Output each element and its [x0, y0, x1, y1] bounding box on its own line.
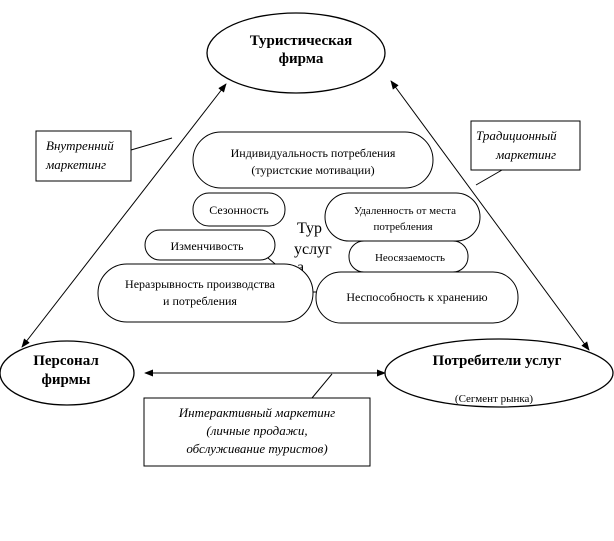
arrow-firm-consumers [390, 80, 590, 351]
center-label-line2: услуг [294, 241, 332, 258]
bubble-individuality-line2: (туристские мотивации) [251, 163, 374, 177]
arrow-firm-staff [21, 83, 227, 348]
callout-interactive-line2: (личные продажи, [206, 423, 307, 438]
bubble-inseparability-line1: Неразрывность производства [125, 277, 276, 291]
callout-interactive-marketing: Интерактивный маркетинг (личные продажи,… [143, 397, 371, 467]
bubble-inseparability-line2: и потребления [163, 294, 237, 308]
node-staff-line2: фирмы [41, 372, 90, 388]
node-consumers-title: Потребители услуг [433, 353, 562, 369]
node-consumers-segment: (Сегмент рынка) [455, 393, 534, 405]
bubble-seasonality: Сезонность [192, 192, 286, 227]
bubble-perishability-label: Неспособность к хранению [346, 290, 487, 304]
callout-internal-marketing: Внутренний маркетинг [35, 130, 132, 182]
bubble-inseparability: Неразрывность производства и потребления [97, 263, 314, 323]
callout-traditional-marketing: Традиционный маркетинг [470, 120, 581, 171]
node-staff: Персонал фирмы [0, 340, 135, 406]
callout-traditional-line2: маркетинг [495, 147, 556, 162]
node-consumers: Потребители услуг (Сегмент рынка) [384, 338, 614, 408]
pointer-interactive [311, 373, 333, 399]
center-label-line1: Тур [297, 220, 322, 237]
callout-internal-line1: Внутренний [46, 138, 114, 153]
pointer-traditional [475, 169, 503, 186]
callout-traditional-line1: Традиционный [476, 128, 557, 143]
bubble-remoteness: Удаленность от места потребления [324, 192, 481, 242]
pointer-internal [130, 137, 173, 151]
callout-interactive-line1: Интерактивный маркетинг [178, 405, 336, 420]
center-tour-service-label: Тур услуг а [294, 220, 332, 276]
center-label-line3: а [297, 259, 304, 276]
node-staff-line1: Персонал [33, 353, 99, 369]
node-tourist-firm-line1: Туристическая [250, 33, 352, 49]
bubble-intangibility: Неосязаемость [348, 240, 469, 273]
bubble-seasonality-label: Сезонность [209, 203, 269, 217]
bubble-variability: Изменчивость [144, 229, 276, 261]
bubble-perishability: Неспособность к хранению [315, 271, 519, 324]
node-tourist-firm: Туристическая фирма [206, 12, 386, 94]
bubble-individuality: Индивидуальность потребления (туристские… [192, 131, 434, 189]
bubble-remoteness-line1: Удаленность от места [354, 205, 456, 217]
callout-internal-line2: маркетинг [45, 157, 106, 172]
bubble-remoteness-line2: потребления [373, 221, 432, 233]
bubble-individuality-line1: Индивидуальность потребления [231, 146, 396, 160]
callout-interactive-line3: обслуживание туристов) [186, 441, 327, 456]
node-tourist-firm-line2: фирма [279, 51, 324, 67]
bubble-intangibility-label: Неосязаемость [375, 252, 445, 264]
bubble-variability-label: Изменчивость [171, 239, 244, 253]
